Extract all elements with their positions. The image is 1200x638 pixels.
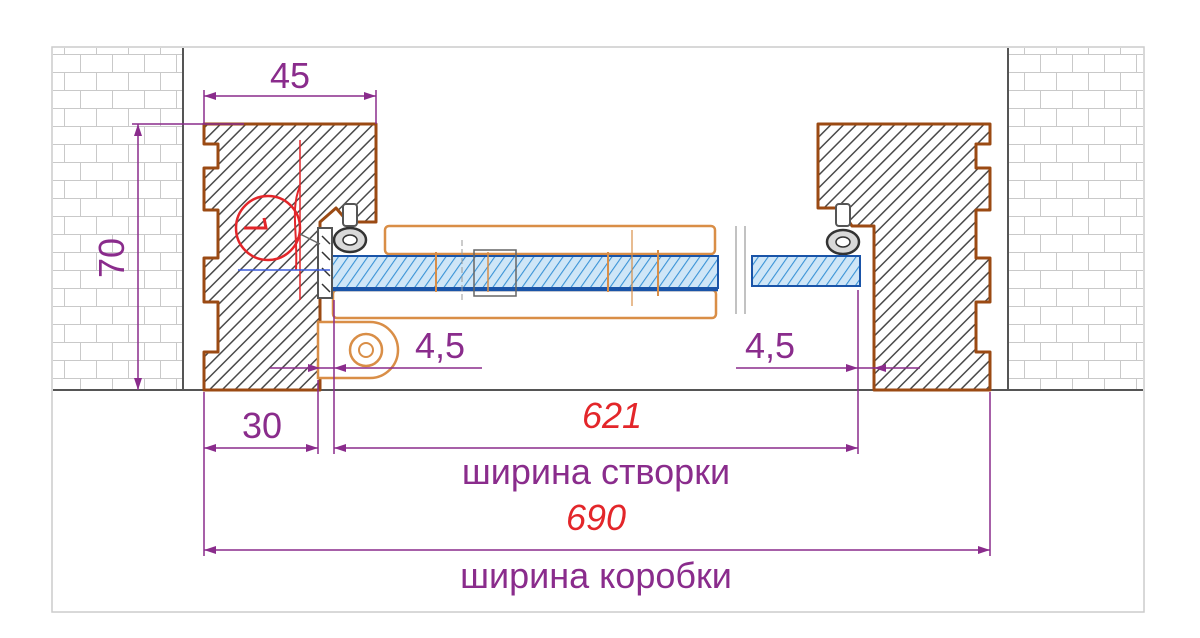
right-seal bbox=[825, 203, 861, 256]
left-wall bbox=[53, 48, 184, 390]
dim-frame-width: 690 bbox=[566, 497, 626, 538]
dim-gap-left: 4,5 bbox=[415, 325, 465, 366]
right-glass-panel bbox=[735, 226, 861, 314]
caption-leaf-width: ширина створки bbox=[462, 451, 730, 492]
dim-leaf-width: 621 bbox=[582, 395, 642, 436]
hinge bbox=[316, 227, 400, 380]
dim-hinge-offset: 30 bbox=[242, 405, 282, 446]
right-wall bbox=[1007, 48, 1143, 390]
dim-gap-right: 4,5 bbox=[745, 325, 795, 366]
right-frame-jamb bbox=[816, 122, 992, 392]
door-leaf bbox=[329, 224, 719, 320]
lock-marker bbox=[234, 140, 330, 300]
dim-frame-height: 70 bbox=[91, 238, 132, 278]
dim-frame-depth: 45 bbox=[270, 55, 310, 96]
dimension-lines bbox=[132, 90, 991, 556]
left-seal bbox=[332, 203, 368, 254]
caption-frame-width: ширина коробки bbox=[460, 555, 732, 596]
